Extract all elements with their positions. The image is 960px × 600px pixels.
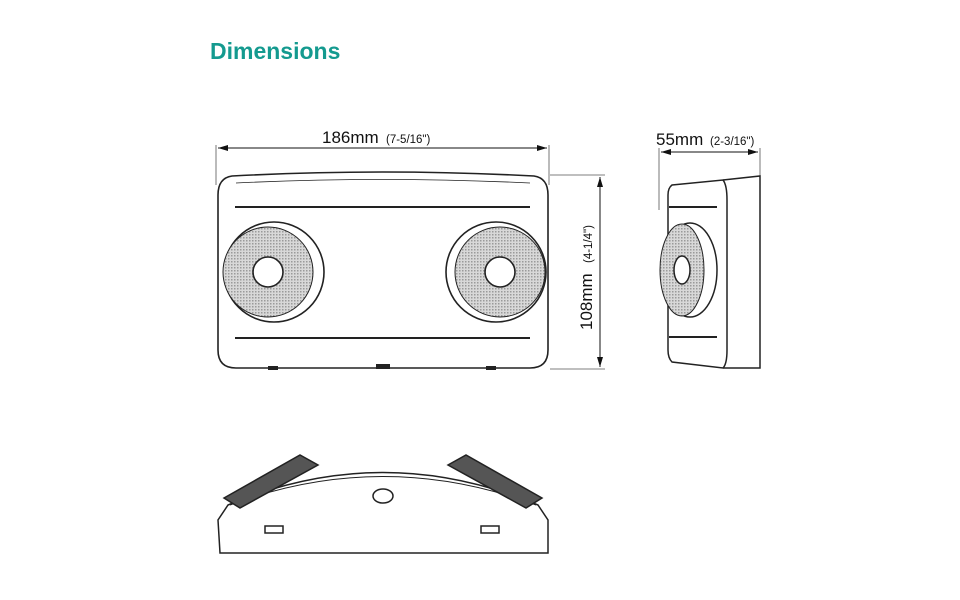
width-imperial: (7-5/16")	[386, 134, 431, 146]
width-metric: 186mm	[322, 128, 379, 147]
depth-metric: 55mm	[656, 130, 703, 149]
bottom-view	[217, 454, 549, 554]
left-lens	[222, 221, 325, 323]
width-dimension: 186mm (7-5/16")	[215, 128, 550, 185]
page-title: Dimensions	[210, 38, 341, 64]
height-imperial: (4-1/4")	[583, 225, 595, 263]
depth-imperial: (2-3/16")	[710, 136, 755, 148]
side-view	[659, 175, 761, 369]
height-dimension: 108mm (4-1/4")	[550, 174, 605, 370]
front-view	[217, 171, 549, 370]
right-lens	[445, 221, 547, 323]
height-metric: 108mm	[577, 273, 596, 330]
depth-dimension: 55mm (2-3/16")	[656, 130, 761, 210]
